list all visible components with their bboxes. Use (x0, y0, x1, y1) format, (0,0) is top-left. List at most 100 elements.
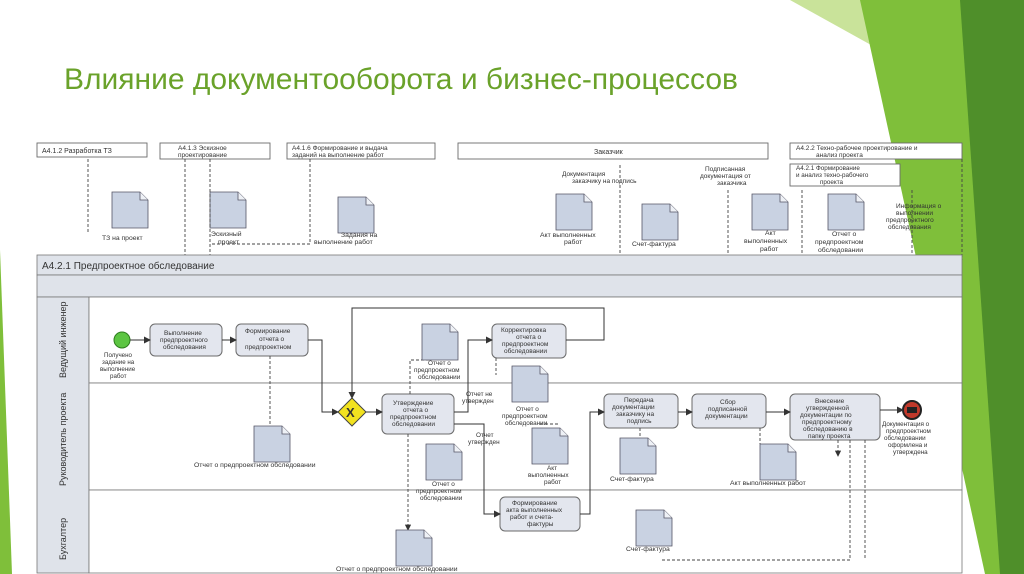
task-form-act: Формирование акта выполненных работ и сч… (499, 496, 581, 532)
label-rep-b-2: предпроектном (502, 413, 548, 420)
end-event (902, 400, 922, 420)
svg-text:Заказчик: Заказчик (594, 149, 624, 156)
label-rep-a-3: обследовании (418, 373, 461, 381)
svg-text:проектирование: проектирование (178, 152, 227, 159)
svg-text:акта выполненных: акта выполненных (506, 507, 563, 514)
svg-text:Утверждение: Утверждение (393, 400, 434, 407)
label-act-1: Акт (547, 465, 557, 472)
doc-icon-act-right (759, 443, 797, 481)
label-report-top-3: обследовании (818, 246, 863, 254)
task-collect-signed: Сбор подписанной документации (691, 393, 767, 429)
end-label-5: утверждена (893, 449, 928, 456)
label-report-top-2: предпроектном (815, 239, 864, 246)
svg-text:фактуры: фактуры (527, 521, 554, 528)
lane-label-project-manager: Руководитель проекта (58, 393, 68, 486)
doc-icon-report-d (425, 443, 463, 481)
start-label-2: задание на (102, 359, 135, 366)
label-sketch-2: проект (218, 239, 239, 246)
start-event (113, 331, 131, 349)
svg-text:предпроектном: предпроектном (245, 344, 292, 351)
svg-text:предпроектном: предпроектном (390, 414, 437, 421)
label-approved-1: Отчет (476, 432, 494, 439)
label-invoice-2: Счет-фактура (626, 546, 670, 553)
svg-text:обследованию в: обследованию в (803, 425, 853, 433)
label-signed-3: заказчика (717, 180, 747, 187)
svg-text:подписанной: подписанной (708, 405, 748, 413)
label-approved-2: утвержден (468, 439, 500, 446)
svg-text:заданий на выполнение работ: заданий на выполнение работ (292, 151, 384, 159)
svg-text:работ и счета-: работ и счета- (510, 513, 553, 521)
svg-text:отчета о: отчета о (403, 407, 429, 414)
label-tasks-1: Задания на (341, 232, 378, 239)
task-add-to-folder: Внесение утвержденной документации по пр… (789, 393, 881, 441)
svg-text:и анализ техно-рабочего: и анализ техно-рабочего (796, 171, 869, 179)
svg-text:А4.1.6 Формирование и выдача: А4.1.6 Формирование и выдача (292, 145, 388, 152)
label-info-4: обследования (888, 223, 931, 231)
task-correct-report: Корректировка отчета о предпроектном обс… (491, 323, 567, 359)
doc-icon-report-bottom (395, 529, 433, 567)
task-send-docs: Передача документации заказчику на подпи… (603, 393, 679, 429)
start-label-1: Получено (104, 352, 133, 359)
doc-icon-act-works (555, 193, 593, 231)
label-info-3: предпроектного (886, 217, 934, 224)
doc-icon-report-c (253, 425, 291, 463)
label-signed-1: Подписанная (705, 166, 746, 173)
label-report-top-1: Отчет о (832, 231, 856, 238)
label-not-approved-1: Отчет не (466, 391, 493, 398)
svg-text:проекта: проекта (820, 179, 844, 186)
doc-icon-tz (111, 191, 149, 229)
svg-text:документации по: документации по (800, 412, 852, 419)
doc-icon-report-b (511, 365, 549, 403)
task-form-report: Формирование отчета о предпроектном (235, 323, 309, 357)
svg-text:Корректировка: Корректировка (501, 327, 546, 334)
label-info-2: выполнении (896, 210, 933, 217)
svg-text:А4.2.1 Формирование: А4.2.1 Формирование (796, 165, 860, 172)
svg-text:обследования: обследования (163, 343, 206, 351)
label-rep-b-3: обследовании (505, 419, 548, 427)
svg-text:Выполнение: Выполнение (164, 330, 202, 337)
label-invoice-top: Счет-фактура (632, 241, 676, 248)
svg-text:Передача: Передача (624, 397, 654, 404)
svg-text:Формирование: Формирование (512, 500, 558, 507)
svg-text:обследовании: обследовании (392, 420, 435, 428)
slide-title: Влияние документооборота и бизнес-процес… (64, 63, 738, 96)
label-info-1: Информация о (896, 203, 942, 210)
doc-icon-report-top (827, 193, 865, 231)
doc-icon-tasks (337, 196, 375, 234)
doc-icon-act (531, 427, 569, 465)
top-box-tz: А4.1.2 Разработка ТЗ (36, 142, 148, 158)
svg-text:X: X (346, 405, 355, 420)
lane-label-lead-engineer: Ведущий инженер (58, 301, 68, 378)
label-sign-1: Документация (562, 171, 606, 178)
svg-text:подпись: подпись (627, 418, 652, 425)
svg-text:Внесение: Внесение (815, 398, 845, 405)
end-label-1: Документация о (882, 421, 930, 428)
label-rep-d-2: предпроектном (416, 488, 462, 495)
label-invoice-1: Счет-фактура (610, 476, 654, 483)
label-rep-a-1: Отчет о (428, 360, 451, 367)
label-rep-d-1: Отчет о (432, 481, 455, 488)
doc-icon-report-a (421, 323, 459, 361)
task-perform-survey: Выполнение предпроектного обследования (149, 323, 223, 357)
top-box-a421: А4.2.1 Формирование и анализ техно-рабоч… (789, 163, 901, 187)
lane-label-accountant: Бухгалтер (58, 518, 68, 560)
label-act2-2: выполненных (744, 238, 788, 245)
svg-text:Формирование: Формирование (245, 328, 291, 335)
label-tz-project: ТЗ на проект (102, 235, 143, 242)
exclusive-gateway: X (337, 397, 367, 427)
pool-title: А4.2.1 Предпроектное обследование (42, 260, 215, 272)
svg-text:папку проекта: папку проекта (808, 433, 851, 440)
label-act-right: Акт выполненных работ (730, 479, 806, 487)
doc-icon-invoice-1 (619, 437, 657, 475)
start-label-4: работ (110, 373, 127, 380)
label-sketch-1: Эскизный (211, 230, 242, 238)
doc-icon-sketch (209, 191, 247, 229)
end-label-3: обследовании (884, 434, 926, 442)
svg-text:А4.2.2 Техно-рабочее проектиро: А4.2.2 Техно-рабочее проектирование и (796, 144, 918, 152)
top-box-sketch: А4.1.3 Эскизное проектирование (159, 142, 271, 160)
svg-text:утвержденной: утвержденной (806, 404, 849, 412)
label-rep-d-3: обследовании (420, 494, 463, 502)
label-act2-1: Акт (765, 230, 776, 237)
label-act-works-2: работ (564, 238, 582, 246)
